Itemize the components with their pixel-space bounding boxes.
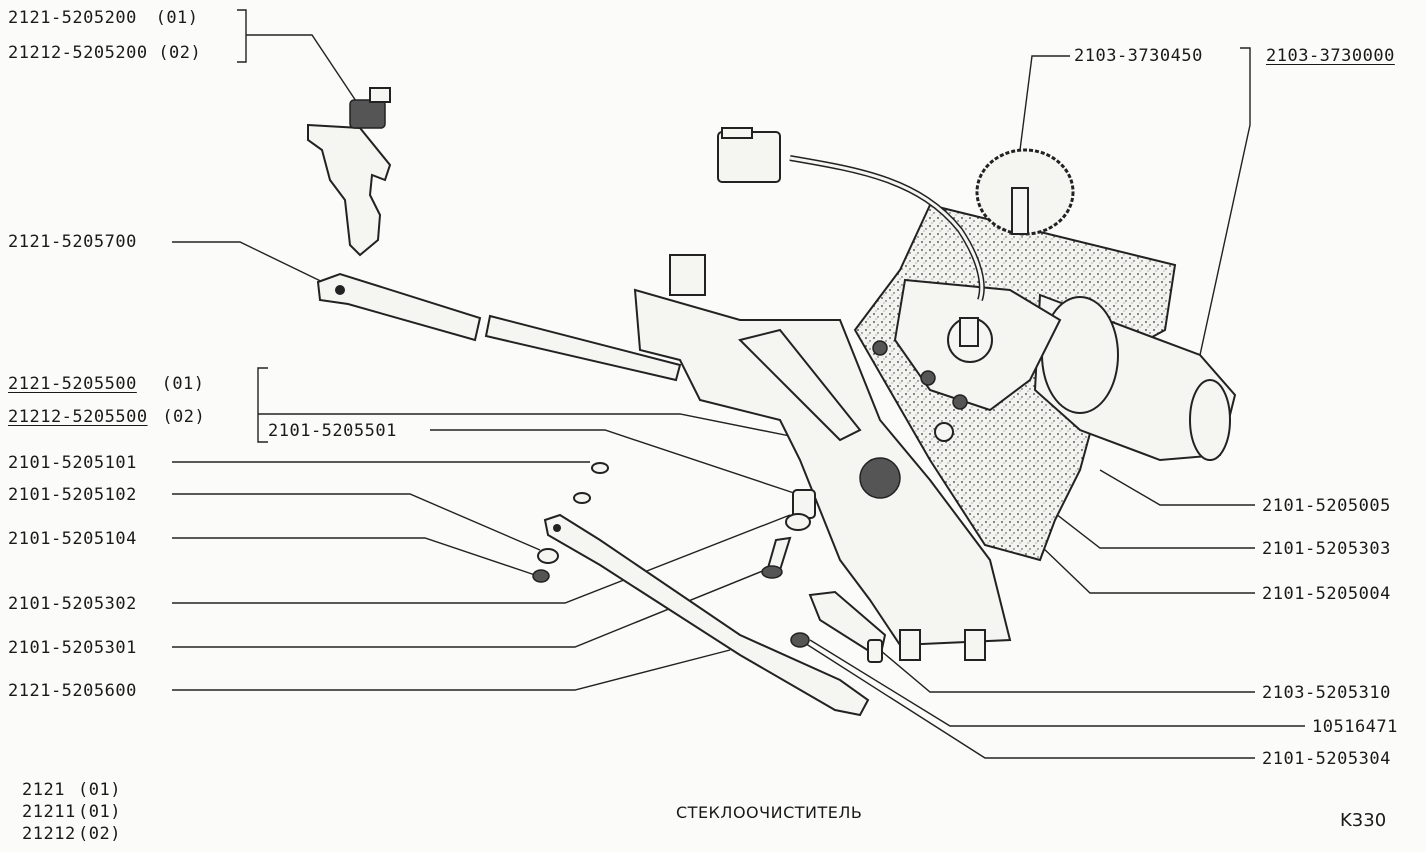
callout-2101-5205005: 2101-5205005 — [1262, 498, 1391, 515]
motor-bracket — [633, 254, 1012, 661]
callout-2101-5205102: 2101-5205102 — [8, 487, 137, 504]
part-code: 21212-5205500 — [8, 407, 148, 427]
part-code: 2103-3730450 — [1074, 46, 1203, 66]
callout-2121-5205600: 2121-5205600 — [8, 683, 137, 700]
part-code: 2101-5205004 — [1262, 584, 1391, 604]
callout-2103-5205310: 2103-5205310 — [1262, 685, 1391, 702]
applicability-list: 2121 (01) 21211(01) 21212(02) — [22, 782, 121, 843]
wiper-motor — [872, 278, 1237, 462]
part-code: 2101-5205301 — [8, 638, 137, 658]
variant: (01) — [161, 374, 205, 394]
lower-lever — [543, 513, 870, 717]
part-code: 2101-5205104 — [8, 529, 137, 549]
switch-part — [307, 87, 392, 257]
variant: (02) — [78, 824, 121, 844]
callout-2103-3730000: 2103-3730000 — [1266, 48, 1395, 65]
callout-2101-5205104: 2101-5205104 — [8, 531, 137, 548]
wiper-rod-upper — [316, 272, 682, 382]
part-code: 2101-5205303 — [1262, 539, 1391, 559]
page-title: СТЕКЛООЧИСТИТЕЛЬ — [676, 803, 863, 822]
variant: (01) — [78, 802, 121, 822]
variant: (01) — [155, 8, 199, 28]
part-code: 2121-5205500 — [8, 374, 137, 394]
callout-2103-3730450: 2103-3730450 — [1074, 48, 1203, 65]
model: 21211 — [22, 802, 76, 822]
variant: (02) — [162, 407, 206, 427]
model: 2121 — [22, 780, 65, 800]
small-parts — [532, 462, 887, 663]
part-code: 2103-5205310 — [1262, 683, 1391, 703]
motor-cable — [717, 127, 985, 301]
callout-21212-5205200: 21212-5205200 (02) — [8, 45, 201, 62]
callout-2101-5205303: 2101-5205303 — [1262, 541, 1391, 558]
part-code: 2103-3730000 — [1266, 46, 1395, 66]
callout-2101-5205302: 2101-5205302 — [8, 596, 137, 613]
gear-cap — [975, 148, 1075, 236]
callout-2121-5205500: 2121-5205500 (01) — [8, 376, 205, 393]
part-code: 2121-5205600 — [8, 681, 137, 701]
part-code: 2101-5205302 — [8, 594, 137, 614]
callout-2101-5205501: 2101-5205501 — [268, 423, 397, 440]
callout-2101-5205304: 2101-5205304 — [1262, 751, 1391, 768]
callout-10516471: 10516471 — [1312, 719, 1398, 736]
callout-2101-5205004: 2101-5205004 — [1262, 586, 1391, 603]
callout-2121-5205700: 2121-5205700 — [8, 234, 137, 251]
part-code: 2101-5205005 — [1262, 496, 1391, 516]
applicability-row: 21212(02) — [22, 826, 121, 843]
applicability-row: 21211(01) — [22, 804, 121, 821]
variant: (01) — [78, 780, 121, 800]
model: 21212 — [22, 824, 76, 844]
part-code: 21212-5205200 — [8, 43, 148, 63]
leader-lines-right — [799, 47, 1305, 759]
variant: (02) — [158, 43, 202, 63]
callout-2101-5205101: 2101-5205101 — [8, 455, 137, 472]
callout-2101-5205301: 2101-5205301 — [8, 640, 137, 657]
part-code: 2121-5205700 — [8, 232, 137, 252]
page-code: K330 — [1340, 810, 1387, 831]
applicability-row: 2121 (01) — [22, 782, 121, 799]
part-code: 2121-5205200 — [8, 8, 137, 28]
part-code: 2101-5205501 — [268, 421, 397, 441]
callout-2121-5205200: 2121-5205200 (01) — [8, 10, 199, 27]
callout-21212-5205500: 21212-5205500 (02) — [8, 409, 205, 426]
leader-lines-left — [172, 9, 801, 691]
part-code: 10516471 — [1312, 717, 1398, 737]
part-code: 2101-5205304 — [1262, 749, 1391, 769]
part-code: 2101-5205101 — [8, 453, 137, 473]
part-code: 2101-5205102 — [8, 485, 137, 505]
